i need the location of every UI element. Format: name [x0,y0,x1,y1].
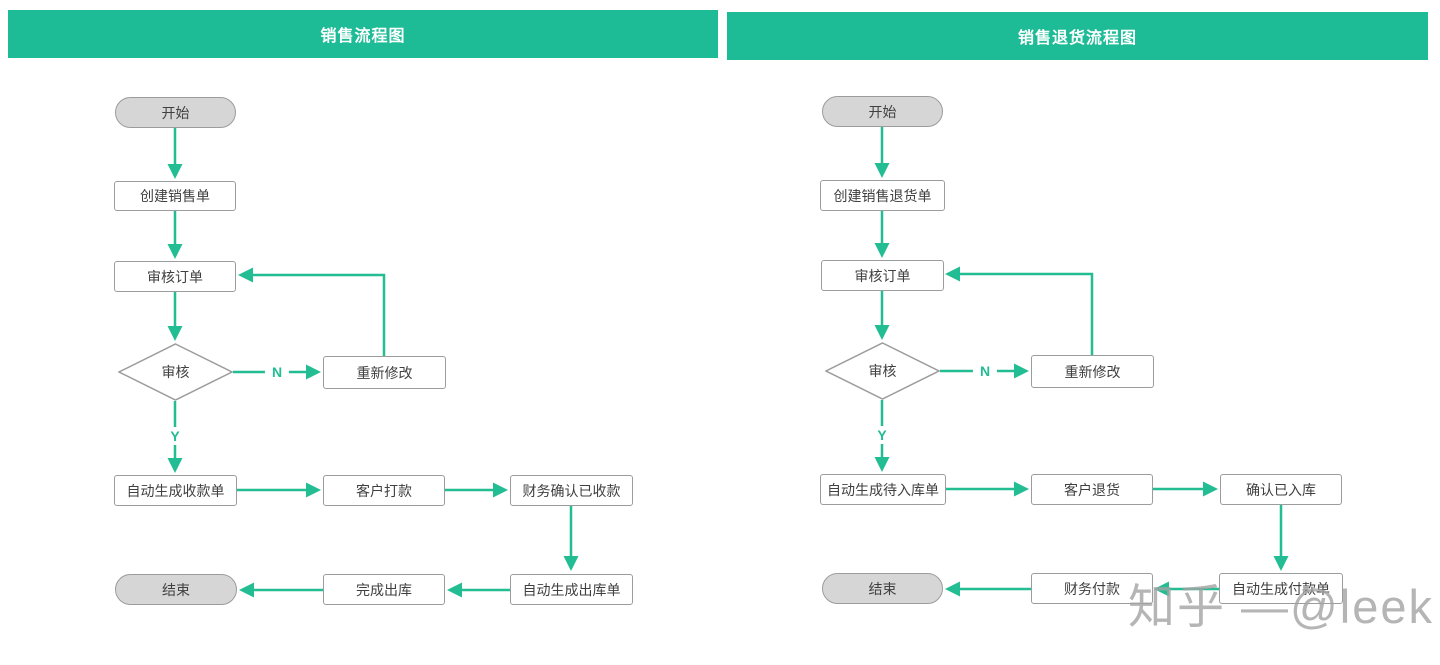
node-label: 自动生成付款单 [1232,580,1330,597]
node-label: 创建销售单 [140,188,210,204]
left-panel-title: 销售流程图 [320,28,406,45]
node-label: 客户打款 [356,482,412,499]
node-label: 客户退货 [1064,481,1120,498]
node-remodify-right: 重新修改 [1031,355,1154,388]
right-panel-header: 销售退货流程图 [727,12,1428,60]
node-end-left: 结束 [115,574,237,605]
node-label: 确认已入库 [1246,481,1316,498]
node-end-right: 结束 [822,573,943,604]
node-label: 审核订单 [854,267,911,284]
node-label: 自动生成待入库单 [827,481,939,498]
diamond-shape [825,342,940,400]
node-finance-confirm: 财务确认已收款 [510,475,633,506]
node-finance-payment: 财务付款 [1031,573,1153,604]
node-label: 财务付款 [1064,580,1120,597]
node-label: 财务确认已收款 [522,482,621,499]
node-label: 重新修改 [356,364,413,381]
node-create-return: 创建销售退货单 [820,180,945,211]
node-create-order: 创建销售单 [114,181,236,211]
node-label: 自动生成收款单 [126,482,225,499]
arrow-remodify-loop-to-review [238,267,386,356]
node-review-decision-left: 审核 [118,343,233,401]
node-label: 创建销售退货单 [833,187,932,204]
node-auto-pending-inbound: 自动生成待入库单 [820,474,946,505]
node-auto-receipt: 自动生成收款单 [114,475,237,506]
arrow-r-remodify-loop-to-review [945,266,1094,355]
node-label: 结束 [162,581,190,598]
right-panel-title: 销售退货流程图 [1017,30,1137,47]
node-complete-outbound: 完成出库 [323,574,445,605]
node-customer-payment: 客户打款 [323,475,445,506]
zhihu-watermark: 知乎 —@leek [1128,580,1434,633]
node-review-order-left: 审核订单 [114,261,236,292]
node-review-order-right: 审核订单 [821,260,944,291]
node-confirm-inbound: 确认已入库 [1220,474,1342,505]
left-panel-header: 销售流程图 [8,10,718,58]
node-auto-payment: 自动生成付款单 [1219,573,1343,604]
node-label: 重新修改 [1064,363,1121,380]
node-remodify-left: 重新修改 [323,356,446,389]
branch-label-no-right: N [972,362,998,380]
diamond-shape [118,343,233,401]
node-review-decision-right: 审核 [825,342,940,400]
node-label: 开始 [161,104,190,121]
node-label: 自动生成出库单 [522,581,621,598]
node-auto-outbound: 自动生成出库单 [510,574,633,605]
node-label: 审核 [868,363,897,379]
node-start-left: 开始 [115,97,236,128]
node-start-right: 开始 [822,96,943,127]
node-customer-return: 客户退货 [1031,474,1153,505]
node-label: 开始 [868,103,897,120]
node-label: 审核订单 [147,268,203,285]
branch-label-yes-left: Y [163,427,187,445]
node-label: 完成出库 [356,581,412,598]
branch-label-no-left: N [264,363,290,381]
branch-label-yes-right: Y [870,426,894,444]
node-label: 结束 [868,580,897,597]
node-label: 审核 [161,364,190,380]
